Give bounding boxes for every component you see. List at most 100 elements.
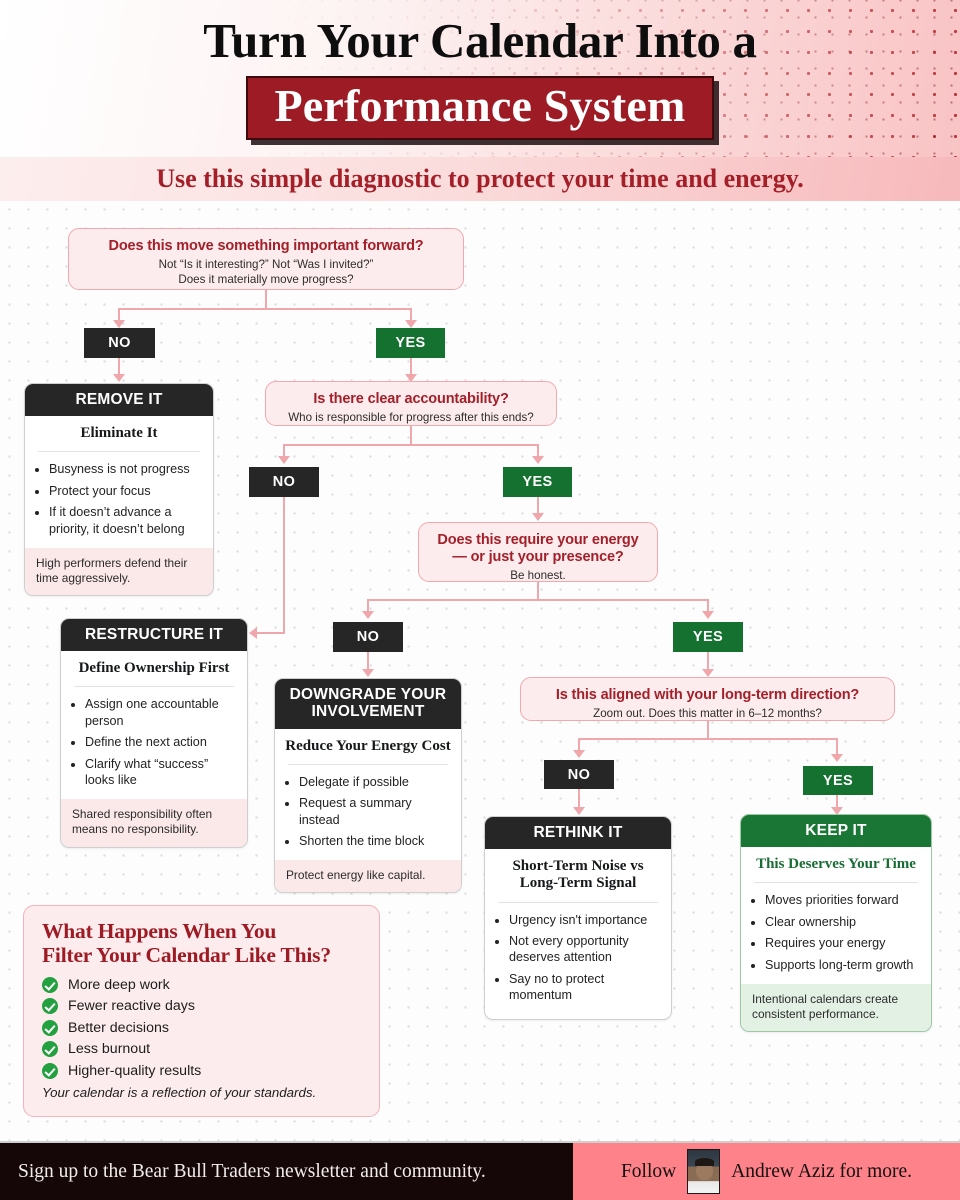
footer-newsletter-cta[interactable]: Sign up to the Bear Bull Traders newslet… xyxy=(0,1143,573,1200)
card-remove-head: REMOVE IT xyxy=(25,384,213,417)
footer-divider xyxy=(0,1141,960,1143)
connector-q4-bus xyxy=(578,738,837,740)
check-circle-icon xyxy=(42,1062,58,1079)
list-item: Clear ownership xyxy=(765,914,919,930)
footer-newsletter-text: Sign up to the Bear Bull Traders newslet… xyxy=(18,1160,486,1182)
card-remove-bullets: Busyness is not progress Protect your fo… xyxy=(25,452,213,547)
connector-q4-to-yes xyxy=(836,738,838,755)
pill-yes-q3: YES xyxy=(673,622,743,652)
question-box-q3: Does this require your energy — or just … xyxy=(418,522,658,582)
footer-follow-label: Follow xyxy=(620,1160,677,1182)
arrow-yes2-to-q3 xyxy=(532,513,544,521)
header-banner: Turn Your Calendar Into a Performance Sy… xyxy=(0,0,960,157)
connector-q2-stem xyxy=(410,426,412,445)
card-restructure-rule xyxy=(74,686,234,688)
connector-q3-bus xyxy=(367,599,708,601)
connector-yes3-down xyxy=(707,652,709,670)
card-rethink-bullets: Urgency isn't importance Not every oppor… xyxy=(485,903,671,1020)
list-item: Say no to protect momentum xyxy=(509,971,659,1004)
list-item: If it doesn’t advance a priority, it doe… xyxy=(49,504,201,537)
pill-no-q1: NO xyxy=(84,328,155,358)
summary-item-label: Better decisions xyxy=(68,1019,169,1036)
card-keep-foot: Intentional calendars create consistent … xyxy=(741,983,931,1032)
connector-no2-down xyxy=(283,497,285,633)
q3-sub-line1: Be honest. xyxy=(510,569,566,583)
summary-item-label: Higher-quality results xyxy=(68,1062,202,1079)
summary-title: What Happens When You Filter Your Calend… xyxy=(42,919,363,968)
connector-yes2-down xyxy=(537,497,539,514)
check-circle-icon xyxy=(42,998,58,1015)
q1-sub-line1: Not “Is it interesting?” Not “Was I invi… xyxy=(158,258,374,272)
question-box-q2: Is there clear accountability? Who is re… xyxy=(265,381,557,426)
footer-bar: Sign up to the Bear Bull Traders newslet… xyxy=(0,1143,960,1200)
arrow-no3-to-downgrade xyxy=(362,669,374,677)
pill-yes-q4: YES xyxy=(803,766,873,795)
q2-sub-line1: Who is responsible for progress after th… xyxy=(288,411,534,425)
connector-q2-to-no xyxy=(283,444,285,457)
q1-sub-line2: Does it materially move progress? xyxy=(178,272,354,286)
arrow-yes1-to-q2 xyxy=(405,374,417,382)
summary-item-label: Fewer reactive days xyxy=(68,998,195,1015)
q3-title-line1: Does this require your energy xyxy=(437,532,639,548)
connector-q1-bus xyxy=(118,308,411,310)
connector-q3-stem xyxy=(537,582,539,600)
summary-footnote: Your calendar is a reflection of your st… xyxy=(42,1084,317,1100)
q2-title: Is there clear accountability? xyxy=(313,391,509,407)
card-downgrade-involvement: DOWNGRADE YOUR INVOLVEMENT Reduce Your E… xyxy=(274,678,462,894)
card-downgrade-foot: Protect energy like capital. xyxy=(275,860,461,893)
summary-item-label: More deep work xyxy=(68,976,170,993)
card-rethink-rule xyxy=(498,901,658,903)
q1-title: Does this move something important forwa… xyxy=(108,238,424,254)
list-item: Busyness is not progress xyxy=(49,461,201,477)
connector-no3-down xyxy=(367,652,369,670)
arrow-no2-to-restructure xyxy=(249,627,257,639)
connector-q3-to-no xyxy=(367,599,369,612)
card-remove-foot: High performers defend their time aggres… xyxy=(25,547,213,596)
question-box-q1: Does this move something important forwa… xyxy=(68,228,464,290)
connector-q1-stem xyxy=(265,290,267,309)
arrow-no4-to-rethink xyxy=(573,807,585,815)
arrow-yes4-to-keep xyxy=(831,807,843,815)
card-remove-subhead: Eliminate It xyxy=(80,425,158,442)
list-item: Requires your energy xyxy=(765,935,919,951)
pill-no-q3: NO xyxy=(333,622,403,652)
summary-title-line1: What Happens When You xyxy=(42,919,277,943)
check-circle-icon xyxy=(42,1019,58,1036)
list-item: Higher-quality results xyxy=(42,1062,363,1079)
card-downgrade-subhead: Reduce Your Energy Cost xyxy=(285,737,451,754)
arrow-no1-to-remove xyxy=(113,374,125,382)
list-item: Urgency isn't importance xyxy=(509,912,659,928)
connector-yes4-down xyxy=(836,795,838,808)
list-item: Protect your focus xyxy=(49,483,201,499)
card-keep-it: KEEP IT This Deserves Your Time Moves pr… xyxy=(740,814,932,1033)
arrow-q3-yes xyxy=(702,611,714,619)
pill-no-q4: NO xyxy=(544,760,614,789)
card-rethink-subhead: Short-Term Noise vs Long-Term Signal xyxy=(485,849,671,901)
list-item: Clarify what “success” looks like xyxy=(85,756,235,789)
card-keep-bullets: Moves priorities forward Clear ownership… xyxy=(741,883,931,983)
connector-q1-to-no xyxy=(118,308,120,321)
list-item: Less burnout xyxy=(42,1041,363,1058)
arrow-q2-no xyxy=(278,456,290,464)
list-item: Better decisions xyxy=(42,1019,363,1036)
card-keep-rule xyxy=(754,882,918,884)
list-item: Fewer reactive days xyxy=(42,998,363,1015)
card-restructure-foot: Shared responsibility often means no res… xyxy=(61,799,247,847)
card-rethink-head: RETHINK IT xyxy=(485,817,671,850)
card-restructure-head: RESTRUCTURE IT xyxy=(61,619,247,652)
list-item: Define the next action xyxy=(85,734,235,750)
card-downgrade-head-line2: INVOLVEMENT xyxy=(311,703,425,721)
connector-no1-down xyxy=(118,358,120,375)
card-keep-subhead: This Deserves Your Time xyxy=(756,856,916,873)
summary-benefit-list: More deep work Fewer reactive days Bette… xyxy=(42,976,363,1079)
pill-no-q2: NO xyxy=(249,467,319,497)
footer-follow-cta[interactable]: Follow Andrew Aziz for more. xyxy=(573,1143,960,1200)
arrow-q1-yes xyxy=(405,320,417,328)
q4-sub-line1: Zoom out. Does this matter in 6–12 month… xyxy=(593,707,822,721)
card-downgrade-head-line1: DOWNGRADE YOUR xyxy=(289,686,447,703)
connector-q4-stem xyxy=(707,721,709,739)
summary-title-line2: Filter Your Calendar Like This? xyxy=(42,943,331,968)
connector-yes1-down xyxy=(410,358,412,375)
pill-yes-q1: YES xyxy=(376,328,445,358)
